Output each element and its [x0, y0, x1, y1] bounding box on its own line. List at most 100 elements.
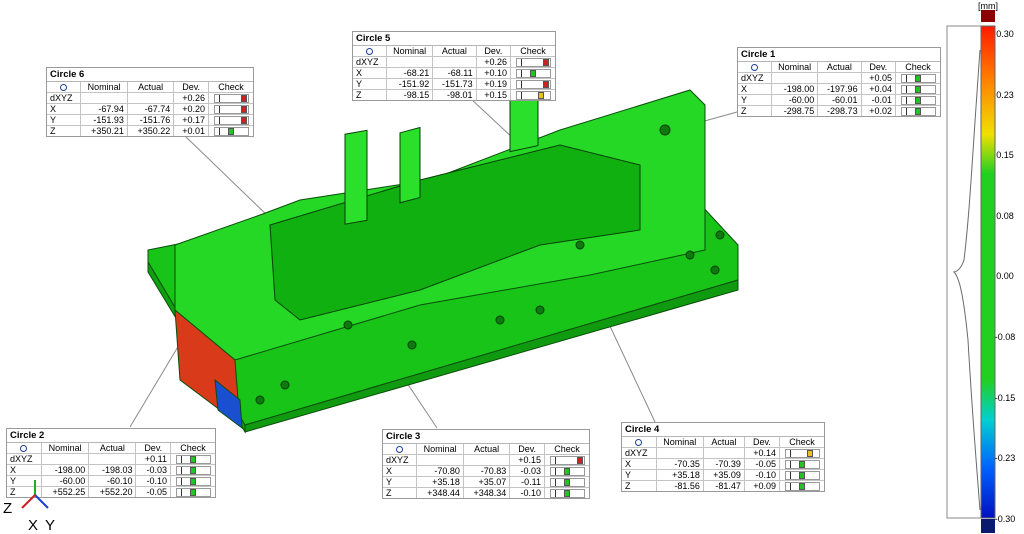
nominal-value: [416, 454, 464, 466]
deviation-value: -0.05: [135, 486, 171, 497]
check-marker: [563, 478, 570, 486]
table-row: Z+348.44+348.34-0.10: [383, 487, 589, 498]
check-indicator: [779, 480, 824, 491]
row-label: X: [383, 465, 418, 477]
check-indicator: [895, 105, 940, 116]
row-label: Y: [738, 94, 773, 106]
check-marker: [240, 116, 247, 124]
base-plate-front: [244, 279, 739, 433]
check-indicator: [895, 72, 940, 84]
circle-icon: [47, 82, 82, 93]
check-indicator: [779, 458, 824, 470]
check-indicator: [895, 83, 940, 95]
callout-title: Circle 6: [47, 68, 253, 82]
header-actual: Actual: [88, 443, 137, 454]
deviation-value: +0.20: [173, 103, 209, 115]
row-label: Y: [622, 469, 657, 481]
tolerance-tick: [554, 456, 556, 464]
table-row: dXYZ+0.11: [7, 453, 215, 465]
check-marker: [240, 105, 247, 113]
row-label: dXYZ: [738, 72, 773, 84]
row-label: Y: [383, 476, 418, 488]
actual-value: -67.74: [126, 103, 175, 115]
scale-unit-label: [mm]: [978, 1, 998, 11]
check-marker: [542, 58, 549, 66]
deviation-value: -0.10: [135, 475, 171, 487]
table-row: Y+35.18+35.07-0.11: [383, 476, 589, 488]
tolerance-tick: [905, 85, 907, 93]
callout-title: Circle 1: [738, 48, 940, 62]
header-check: Check: [510, 46, 555, 57]
callout-title: Circle 2: [7, 429, 215, 443]
leader-lines: [129, 97, 738, 429]
row-label: X: [622, 458, 657, 470]
deviation-value: +0.26: [475, 56, 512, 68]
header-actual: Actual: [432, 46, 477, 57]
check-indicator: [544, 454, 589, 466]
nominal-value: [80, 92, 128, 104]
nominal-value: +350.21: [80, 125, 128, 136]
check-indicator: [170, 464, 215, 476]
nominal-value: -68.21: [386, 67, 434, 79]
circle-icon: [738, 62, 773, 73]
deviation-value: -0.03: [135, 464, 171, 476]
tolerance-tick: [554, 467, 556, 475]
nominal-value: -70.35: [655, 458, 704, 470]
circle-icon: [7, 443, 42, 454]
tolerance-tick: [554, 478, 556, 486]
table-row: dXYZ+0.26: [353, 56, 555, 68]
header-dev: Dev.: [860, 62, 897, 73]
actual-value: -60.10: [88, 475, 137, 487]
header-nominal: Nominal: [771, 62, 819, 73]
check-marker: [240, 94, 247, 102]
color-scale[interactable]: [940, 10, 1024, 533]
header-nominal: Nominal: [386, 46, 434, 57]
deviation-value: +0.17: [173, 114, 209, 126]
actual-value: -197.96: [817, 83, 862, 95]
scale-tick-label: 0.08: [996, 210, 1014, 221]
tolerance-tick: [905, 107, 907, 115]
deviation-value: -0.11: [509, 476, 545, 488]
check-marker: [189, 455, 196, 463]
actual-value: +348.34: [462, 487, 511, 498]
check-indicator: [510, 78, 555, 90]
deviation-value: +0.26: [173, 92, 209, 104]
leader-circle-3: [404, 379, 438, 429]
scale-tick-label: 0.30: [996, 29, 1014, 39]
scale-tick-label: -0.08: [994, 332, 1016, 342]
nominal-value: -98.15: [386, 89, 434, 100]
row-label: X: [738, 83, 773, 95]
nominal-value: +348.44: [416, 487, 464, 498]
leader-circle-5: [469, 97, 516, 141]
table-row: X-198.00-198.03-0.03: [7, 464, 215, 476]
check-marker: [576, 456, 583, 464]
bolt-holes: [255, 124, 725, 405]
row-label: Z: [383, 487, 418, 498]
tolerance-tick: [789, 460, 791, 468]
tolerance-tick: [180, 455, 182, 463]
table-row: Z-98.15-98.01+0.15: [353, 89, 555, 100]
circle-icon: [383, 444, 418, 455]
nominal-value: [40, 453, 90, 465]
table-row: X-68.21-68.11+0.10: [353, 67, 555, 79]
tolerance-tick: [218, 94, 220, 102]
actual-value: -151.76: [126, 114, 175, 126]
tolerance-tick: [218, 116, 220, 124]
header-actual: Actual: [462, 444, 511, 455]
nominal-value: +35.18: [416, 476, 464, 488]
check-marker: [798, 460, 805, 468]
scale-tick-label: 0.00: [996, 271, 1014, 282]
header-actual: Actual: [817, 62, 862, 73]
deviation-value: +0.09: [743, 480, 781, 491]
check-marker: [914, 85, 921, 93]
